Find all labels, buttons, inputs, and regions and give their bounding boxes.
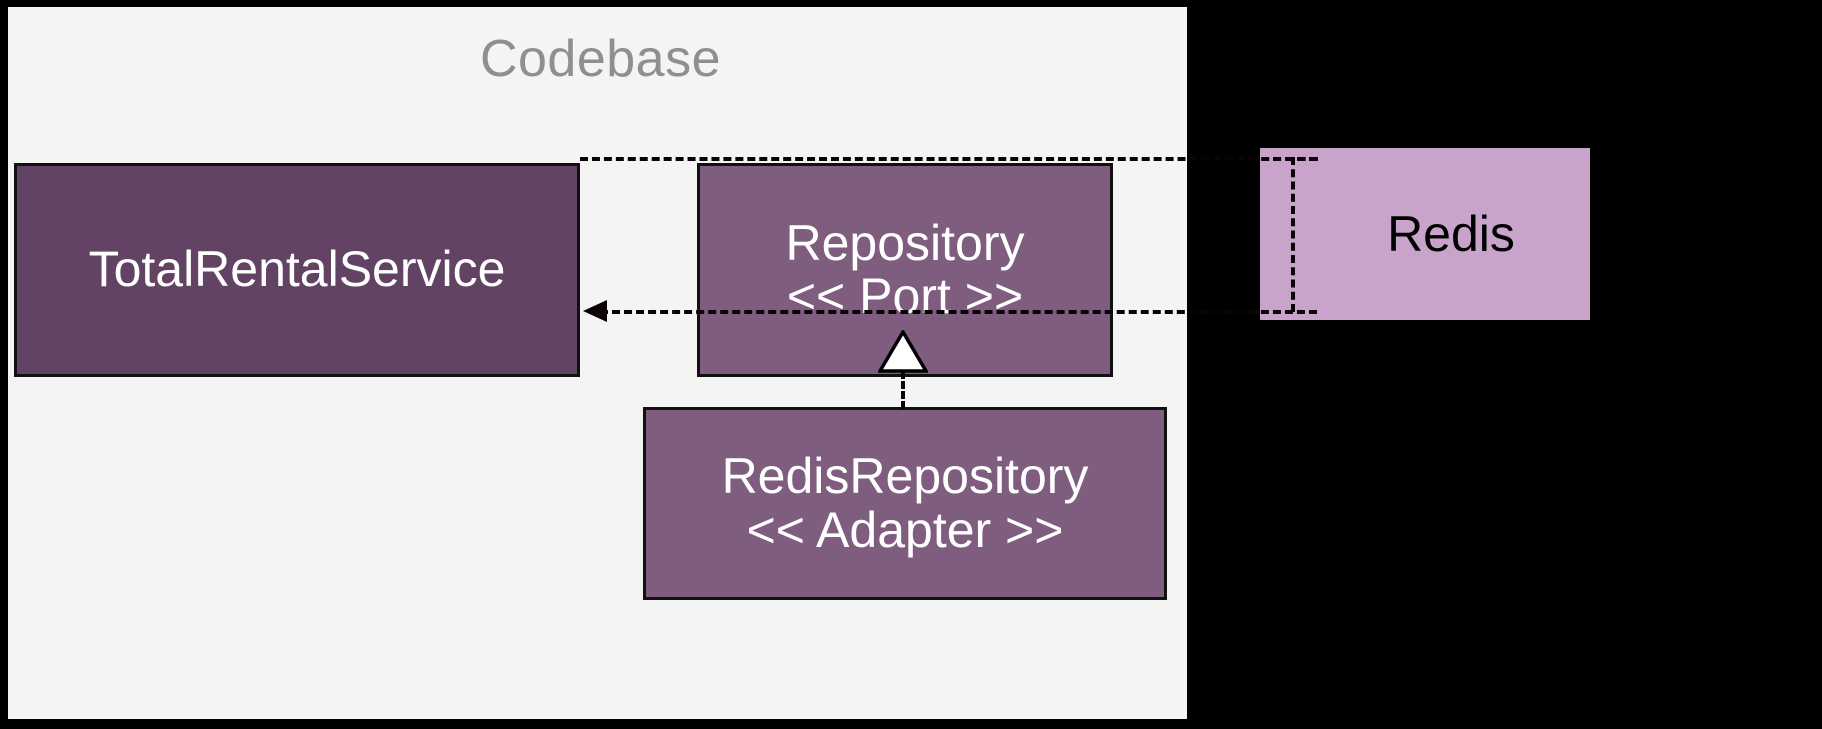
dependency-line-top xyxy=(580,157,1317,161)
arrow-left-icon xyxy=(583,300,607,322)
node-redis-repository[interactable]: RedisRepository << Adapter >> xyxy=(643,407,1167,600)
node-redis-title: Redis xyxy=(1387,206,1515,262)
node-redis-repository-title: RedisRepository xyxy=(721,448,1089,504)
codebase-title: Codebase xyxy=(479,30,722,88)
node-total-rental-service-title: TotalRentalService xyxy=(88,241,506,298)
node-total-rental-service[interactable]: TotalRentalService xyxy=(14,163,580,377)
dependency-line-bottom xyxy=(600,310,1317,314)
hollow-triangle-icon xyxy=(878,330,928,373)
dependency-line-top-extension xyxy=(1273,157,1318,161)
redis-lifeline-dashed xyxy=(1291,157,1295,312)
node-repository-stereotype: << Port >> xyxy=(786,268,1024,324)
node-redis-repository-stereotype: << Adapter >> xyxy=(746,501,1064,558)
realization-line xyxy=(901,371,905,409)
node-repository-title: Repository xyxy=(785,214,1025,271)
node-redis[interactable]: Redis xyxy=(1260,148,1590,320)
